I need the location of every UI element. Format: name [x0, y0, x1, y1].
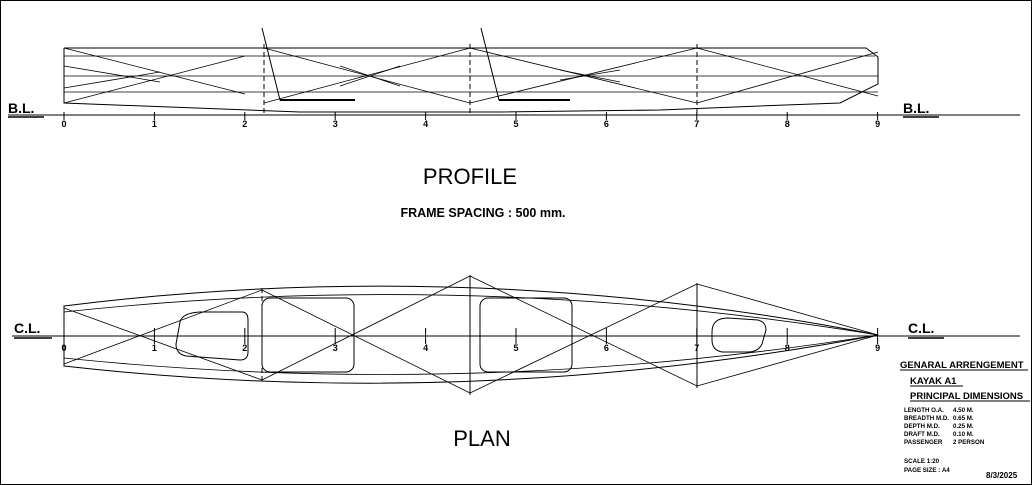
dim-value-length: 4.50 M. [953, 407, 974, 414]
plan-station-number: 6 [604, 343, 609, 353]
plan-station-number: 2 [242, 343, 247, 353]
title-block: GENARAL ARRENGEMENT KAYAK A1 PRINCIPAL D… [900, 360, 1030, 480]
plan-stations: 0 1 2 3 4 5 6 7 8 9 [61, 328, 880, 353]
plan-station-number: 1 [152, 343, 157, 353]
profile-station-number: 9 [875, 119, 880, 129]
drawing-date: 8/3/2025 [986, 471, 1018, 480]
profile-station-number: 7 [694, 119, 699, 129]
profile-station-number: 2 [242, 119, 247, 129]
profile-hull-outline [63, 47, 879, 113]
frame-spacing-note: FRAME SPACING : 500 mm. [400, 206, 565, 220]
profile-bracing [63, 47, 879, 104]
plan-title: PLAN [453, 426, 510, 451]
bl-label-left: B.L. [8, 100, 34, 116]
cockpit-1 [261, 297, 355, 373]
dim-label-length: LENGTH O.A. [904, 407, 944, 414]
plan-station-number: 4 [423, 343, 428, 353]
rear-hatch [711, 317, 767, 353]
profile-station-number: 5 [513, 119, 518, 129]
dim-value-draft: 0.10 M. [953, 431, 974, 438]
dim-label-draft: DRAFT M.D. [904, 431, 940, 438]
scale-note: SCALE 1:20 [904, 458, 940, 465]
cockpit-2 [479, 297, 573, 373]
dims-heading: PRINCIPAL DIMENSIONS [910, 391, 1023, 402]
cl-label-right: C.L. [908, 320, 934, 336]
profile-station-number: 3 [333, 119, 338, 129]
plan-bracing [63, 275, 879, 394]
dim-value-depth: 0.25 M. [953, 423, 974, 430]
profile-title: PROFILE [423, 164, 517, 189]
plan-station-number: 0 [61, 343, 66, 353]
cl-label-left: C.L. [14, 320, 40, 336]
profile-station-number: 8 [785, 119, 790, 129]
profile-seat-1 [261, 27, 355, 101]
kayak-name: KAYAK A1 [910, 376, 957, 387]
plan-station-number: 3 [333, 343, 338, 353]
profile-station-number: 6 [604, 119, 609, 129]
plan-inner-outline [63, 294, 879, 375]
dim-label-passenger: PASSENGER [904, 439, 943, 446]
ga-heading: GENARAL ARRENGEMENT [900, 360, 1024, 371]
dim-value-passenger: 2 PERSON [953, 439, 985, 446]
plan-station-number: 8 [785, 343, 790, 353]
plan-station-number: 5 [513, 343, 518, 353]
bl-label-right: B.L. [903, 100, 929, 116]
profile-stations: 0 1 2 3 4 5 6 7 8 9 [61, 112, 880, 129]
profile-station-number: 1 [152, 119, 157, 129]
plan-station-number: 7 [694, 343, 699, 353]
dim-value-breadth: 0.65 M. [953, 415, 974, 422]
profile-station-number: 0 [61, 119, 66, 129]
profile-station-number: 4 [423, 119, 428, 129]
front-hatch [175, 311, 249, 361]
dim-label-breadth: BREADTH M.D. [904, 415, 949, 422]
page-size-note: PAGE SIZE : A4 [904, 467, 950, 474]
plan-station-number: 9 [875, 343, 880, 353]
profile-view [8, 27, 1020, 118]
dim-label-depth: DEPTH M.D. [904, 423, 940, 430]
